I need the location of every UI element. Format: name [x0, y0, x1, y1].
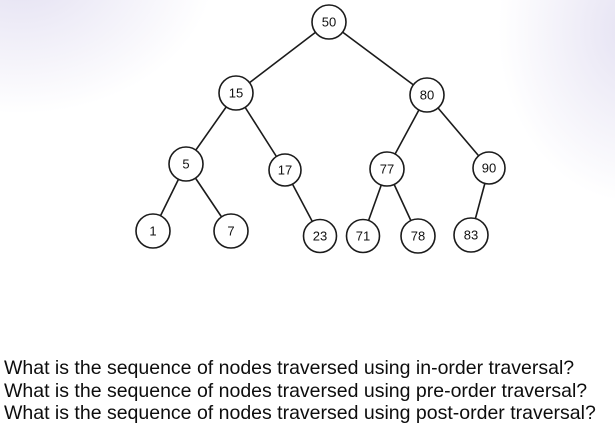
- tree-svg: 50 15 80 5 17 77: [135, 4, 506, 254]
- tree-node-label: 71: [356, 229, 370, 244]
- tree-node-label: 78: [411, 229, 425, 244]
- tree-node-label: 17: [278, 163, 292, 178]
- tree-node-label: 83: [464, 228, 478, 243]
- tree-node-label: 1: [149, 224, 156, 239]
- tree-node-17: 17: [268, 153, 302, 187]
- tree-node-label: 50: [322, 15, 336, 30]
- tree-node-circle: [302, 218, 338, 254]
- tree-node-label: 5: [182, 157, 189, 172]
- tree-edge-50-80: [328, 21, 428, 96]
- tree-node-circle: [453, 217, 489, 253]
- tree-node-circle: [213, 213, 249, 249]
- tree-node-circle: [135, 213, 171, 249]
- traversal-questions: What is the sequence of nodes traversed …: [4, 357, 615, 425]
- tree-node-23: 23: [302, 218, 338, 254]
- tree-node-5: 5: [168, 146, 204, 182]
- tree-node-label: 7: [227, 224, 234, 239]
- tree-node-label: 90: [482, 161, 496, 176]
- tree-node-circle: [345, 218, 381, 254]
- tree-nodes: 50 15 80 5 17 77: [135, 4, 506, 254]
- tree-node-77: 77: [369, 151, 405, 187]
- tree-node-50: 50: [311, 4, 347, 40]
- tree-node-78: 78: [400, 218, 436, 254]
- question-in-order: What is the sequence of nodes traversed …: [4, 357, 575, 379]
- tree-node-circle: [400, 218, 436, 254]
- tree-edges: [152, 21, 490, 237]
- tree-node-circle: [218, 75, 254, 111]
- tree-edge-50-15: [235, 21, 330, 94]
- tree-node-circle: [472, 151, 506, 185]
- tree-node-80: 80: [409, 77, 445, 113]
- tree-node-label: 77: [380, 162, 394, 177]
- question-post-order: What is the sequence of nodes traversed …: [4, 402, 596, 424]
- tree-node-circle: [409, 77, 445, 113]
- tree-node-circle: [168, 146, 204, 182]
- question-pre-order: What is the sequence of nodes traversed …: [4, 379, 588, 402]
- tree-node-circle: [268, 153, 302, 187]
- tree-node-label: 80: [420, 88, 434, 103]
- tree-node-label: 15: [229, 86, 243, 101]
- tree-node-7: 7: [213, 213, 249, 249]
- tree-node-15: 15: [218, 75, 254, 111]
- tree-node-circle: [311, 4, 347, 40]
- tree-node-90: 90: [472, 151, 506, 185]
- tree-node-1: 1: [135, 213, 171, 249]
- tree-node-83: 83: [453, 217, 489, 253]
- tree-node-label: 23: [313, 229, 327, 244]
- tree-node-circle: [369, 151, 405, 187]
- tree-node-71: 71: [345, 218, 381, 254]
- binary-tree-diagram: 50 15 80 5 17 77: [135, 4, 506, 254]
